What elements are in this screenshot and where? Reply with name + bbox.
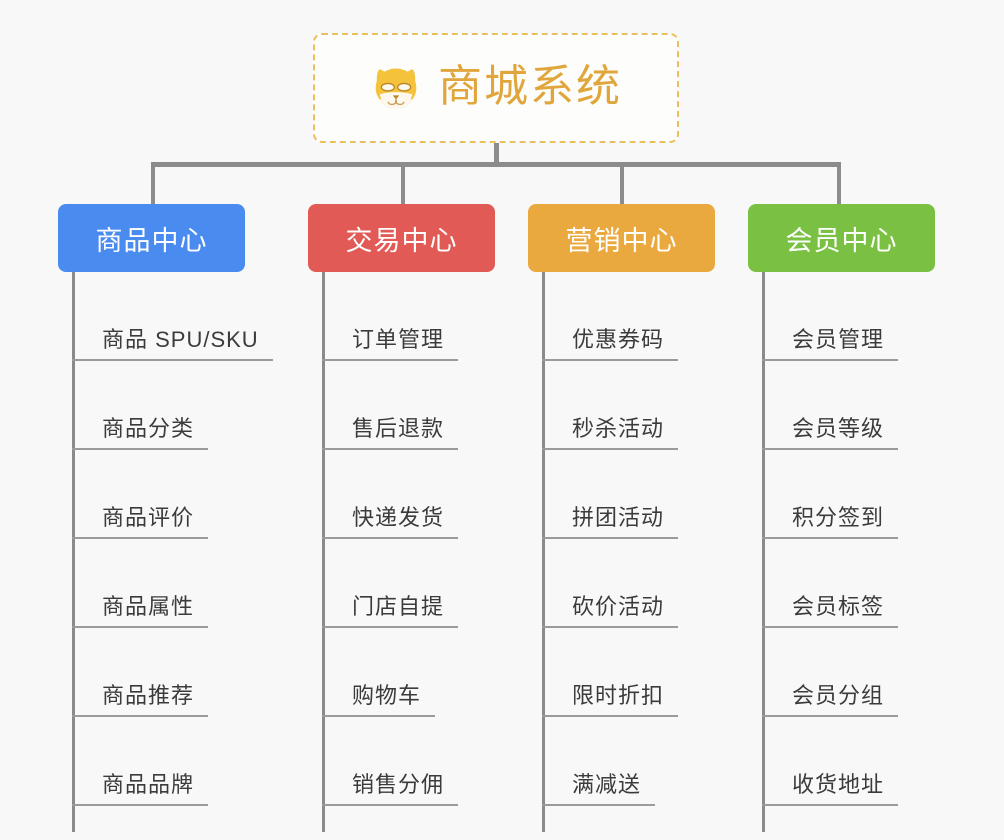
leaf-label: 优惠券码 <box>542 326 679 361</box>
branch-header-label-1: 商品中心 <box>95 225 208 256</box>
leaf-label: 拼团活动 <box>542 504 679 539</box>
list-item[interactable]: 满减送 <box>542 717 802 806</box>
leaf-label: 商品评价 <box>72 504 209 539</box>
list-item[interactable]: 订单管理 <box>322 272 582 361</box>
list-item[interactable]: 拼团活动 <box>542 450 802 539</box>
branch-column-1: 商品中心 商品 SPU/SKU 商品分类 商品评价 商品属性 商品推荐 商品品牌 <box>58 204 273 832</box>
list-item[interactable]: 商品分类 <box>72 361 332 450</box>
list-item[interactable]: 会员管理 <box>762 272 1004 361</box>
branch-column-4: 会员中心 会员管理 会员等级 积分签到 会员标签 会员分组 收货地址 <box>748 204 935 832</box>
list-item[interactable]: 商品品牌 <box>72 717 332 806</box>
branch-spine-1 <box>72 272 75 832</box>
leaf-label: 快递发货 <box>322 504 459 539</box>
leaf-label: 收货地址 <box>762 771 899 806</box>
list-item[interactable]: 会员标签 <box>762 539 1004 628</box>
leaf-label: 商品分类 <box>72 415 209 450</box>
connector-drop-4 <box>837 162 841 206</box>
list-item[interactable]: 售后退款 <box>322 361 582 450</box>
branch-spine-4 <box>762 272 765 832</box>
connector-drop-1 <box>151 162 155 206</box>
list-item[interactable]: 会员等级 <box>762 361 1004 450</box>
leaf-label: 秒杀活动 <box>542 415 679 450</box>
list-item[interactable]: 商品属性 <box>72 539 332 628</box>
leaf-label: 会员管理 <box>762 326 899 361</box>
list-item[interactable]: 优惠券码 <box>542 272 802 361</box>
branch-column-2: 交易中心 订单管理 售后退款 快递发货 门店自提 购物车 销售分佣 <box>308 204 495 832</box>
list-item[interactable]: 会员分组 <box>762 628 1004 717</box>
connector-drop-2 <box>401 162 405 206</box>
connector-root-stem <box>494 143 499 164</box>
list-item[interactable]: 销售分佣 <box>322 717 582 806</box>
leaf-label: 商品推荐 <box>72 682 209 717</box>
connector-bus <box>151 162 841 167</box>
leaf-label: 商品品牌 <box>72 771 209 806</box>
list-item[interactable]: 限时折扣 <box>542 628 802 717</box>
branch-header-1[interactable]: 商品中心 <box>58 204 245 272</box>
dog-face-icon <box>375 68 417 110</box>
leaf-label: 积分签到 <box>762 504 899 539</box>
branch-spine-2 <box>322 272 325 832</box>
list-item[interactable]: 门店自提 <box>322 539 582 628</box>
branch-header-label-3: 营销中心 <box>565 225 678 256</box>
branch-header-label-4: 会员中心 <box>785 225 898 256</box>
leaf-list-3: 优惠券码 秒杀活动 拼团活动 砍价活动 限时折扣 满减送 <box>542 272 802 806</box>
leaf-list-1: 商品 SPU/SKU 商品分类 商品评价 商品属性 商品推荐 商品品牌 <box>72 272 332 806</box>
leaf-label: 商品 SPU/SKU <box>72 326 273 361</box>
list-item[interactable]: 快递发货 <box>322 450 582 539</box>
leaf-label: 满减送 <box>542 771 656 806</box>
leaf-label: 门店自提 <box>322 593 459 628</box>
leaf-label: 销售分佣 <box>322 771 459 806</box>
root-title: 商城系统 <box>438 62 622 111</box>
leaf-label: 订单管理 <box>322 326 459 361</box>
list-item[interactable]: 砍价活动 <box>542 539 802 628</box>
branch-column-3: 营销中心 优惠券码 秒杀活动 拼团活动 砍价活动 限时折扣 满减送 <box>528 204 715 832</box>
list-item[interactable]: 积分签到 <box>762 450 1004 539</box>
connector-drop-3 <box>620 162 624 206</box>
root-node[interactable]: 商城系统 <box>313 33 679 143</box>
list-item[interactable]: 商品 SPU/SKU <box>72 272 332 361</box>
list-item[interactable]: 购物车 <box>322 628 582 717</box>
list-item[interactable]: 商品推荐 <box>72 628 332 717</box>
branch-header-3[interactable]: 营销中心 <box>528 204 715 272</box>
leaf-label: 会员分组 <box>762 682 899 717</box>
leaf-label: 会员等级 <box>762 415 899 450</box>
list-item[interactable]: 收货地址 <box>762 717 1004 806</box>
leaf-label: 售后退款 <box>322 415 459 450</box>
leaf-label: 会员标签 <box>762 593 899 628</box>
leaf-list-4: 会员管理 会员等级 积分签到 会员标签 会员分组 收货地址 <box>762 272 1004 806</box>
leaf-label: 商品属性 <box>72 593 209 628</box>
list-item[interactable]: 秒杀活动 <box>542 361 802 450</box>
leaf-list-2: 订单管理 售后退款 快递发货 门店自提 购物车 销售分佣 <box>322 272 582 806</box>
list-item[interactable]: 商品评价 <box>72 450 332 539</box>
leaf-label: 购物车 <box>322 682 436 717</box>
branch-spine-3 <box>542 272 545 832</box>
branch-header-label-2: 交易中心 <box>345 225 458 256</box>
branch-header-2[interactable]: 交易中心 <box>308 204 495 272</box>
leaf-label: 限时折扣 <box>542 682 679 717</box>
branch-header-4[interactable]: 会员中心 <box>748 204 935 272</box>
leaf-label: 砍价活动 <box>542 593 679 628</box>
